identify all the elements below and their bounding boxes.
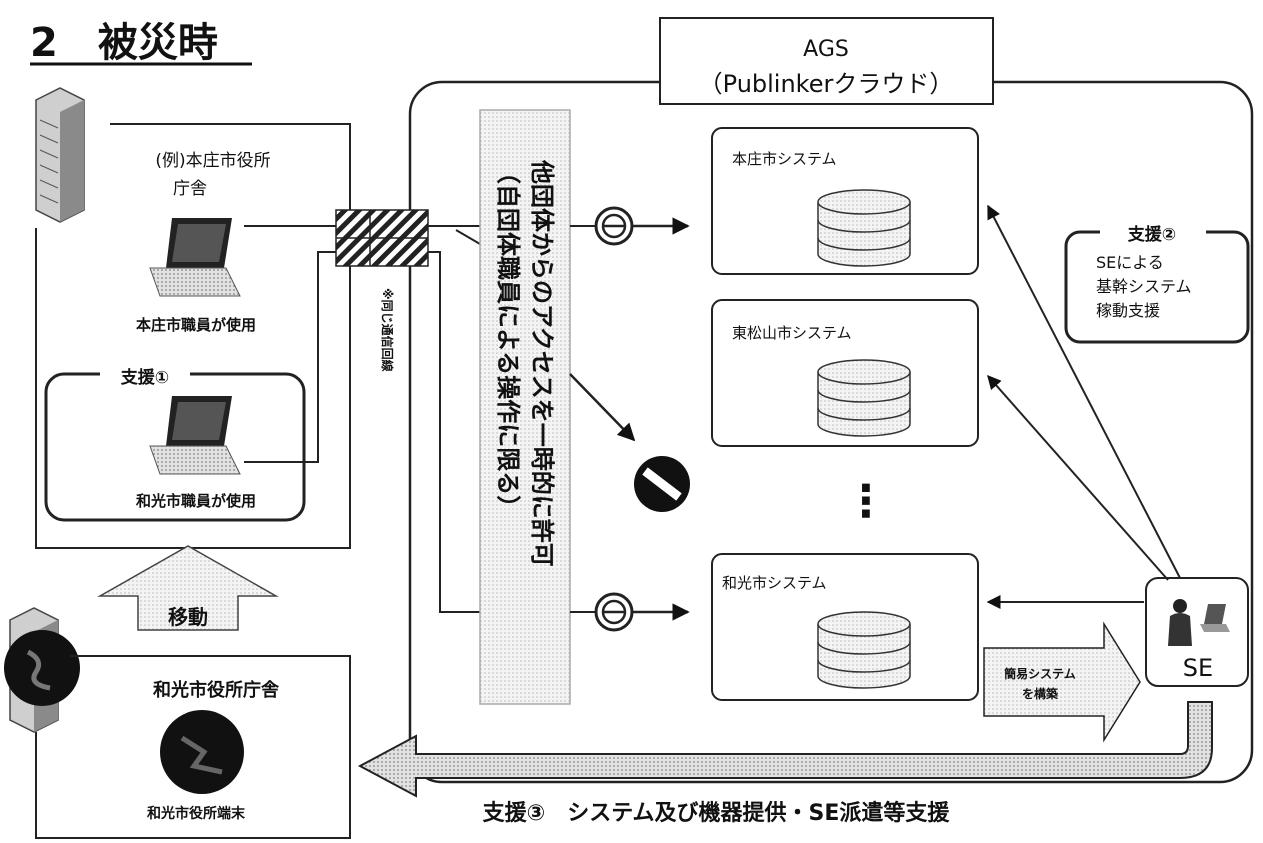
network-line (428, 251, 480, 613)
build-system-arrow (983, 621, 1141, 743)
access-permitted-icon (594, 206, 634, 246)
system-label: 本庄市システム (732, 150, 837, 168)
blocked-arrow (569, 373, 636, 442)
support2-line2: 基幹システム (1096, 277, 1192, 296)
system-label: 和光市システム (722, 574, 827, 592)
shared-line-note: ※同じ通信回線 (380, 288, 395, 372)
system-label: 東松山市システム (732, 324, 852, 342)
system-box-honjo: 本庄市システム (711, 127, 979, 275)
laptop-icon (149, 218, 241, 297)
damaged-building-icon (4, 607, 80, 733)
wako-office-frame (35, 655, 351, 839)
system-box-higashimatsuyama: 東松山市システム (711, 299, 979, 447)
wako-office-title: 和光市役所庁舎 (153, 679, 280, 701)
access-note-main: 他団体からのアクセスを一時的に許可 (528, 159, 556, 567)
access-permitted-icon (594, 592, 634, 632)
support2-line3: 稼動支援 (1096, 301, 1160, 320)
system-box-wako: 和光市システム (711, 553, 979, 701)
move-arrow (97, 545, 279, 631)
build-line1: 簡易システム (1004, 666, 1076, 681)
network-line (455, 229, 481, 245)
damaged-terminal-icon (160, 710, 244, 794)
network-line (244, 251, 336, 463)
page-title: 2 被災時 (30, 20, 218, 66)
support1-label-bg (100, 364, 190, 388)
person-with-laptop-icon (1168, 599, 1230, 646)
database-icon (817, 611, 911, 689)
honjo-office-title-1: (例)本庄市役所 (155, 151, 270, 171)
access-note-panel (479, 109, 571, 705)
database-icon (817, 189, 911, 267)
support3-label: 支援③ システム及び機器提供・SE派遣等支援 (483, 800, 951, 826)
ags-subtitle: （Publinkerクラウド） (699, 70, 954, 98)
access-note-sub: （自団体職員による操作に限る） (494, 160, 522, 519)
support-arrow (987, 374, 1169, 581)
ags-name: AGS (803, 37, 849, 62)
ellipsis: ⋮ (844, 476, 888, 527)
support2-label-bg (1100, 222, 1206, 244)
laptop-icon (149, 396, 241, 475)
honjo-office-frame (35, 123, 351, 549)
ags-title-box (659, 17, 994, 105)
building-icon (35, 87, 85, 223)
se-label: SE (1183, 654, 1213, 682)
support3-arrow (357, 701, 1213, 798)
laptop1-label: 本庄市職員が使用 (136, 316, 256, 334)
support-arrow (987, 204, 1181, 579)
wako-terminal-label: 和光市役所端末 (147, 805, 246, 822)
support1-label: 支援① (121, 367, 169, 388)
honjo-office-title-2: 庁舎 (173, 179, 207, 199)
build-line2: を構築 (1022, 686, 1059, 701)
support2-line1: SEによる (1096, 253, 1164, 272)
laptop2-label: 和光市職員が使用 (136, 492, 256, 510)
move-label: 移動 (168, 605, 208, 629)
support2-title: 支援② (1128, 224, 1176, 245)
database-icon (817, 359, 911, 437)
no-entry-icon (634, 456, 690, 512)
